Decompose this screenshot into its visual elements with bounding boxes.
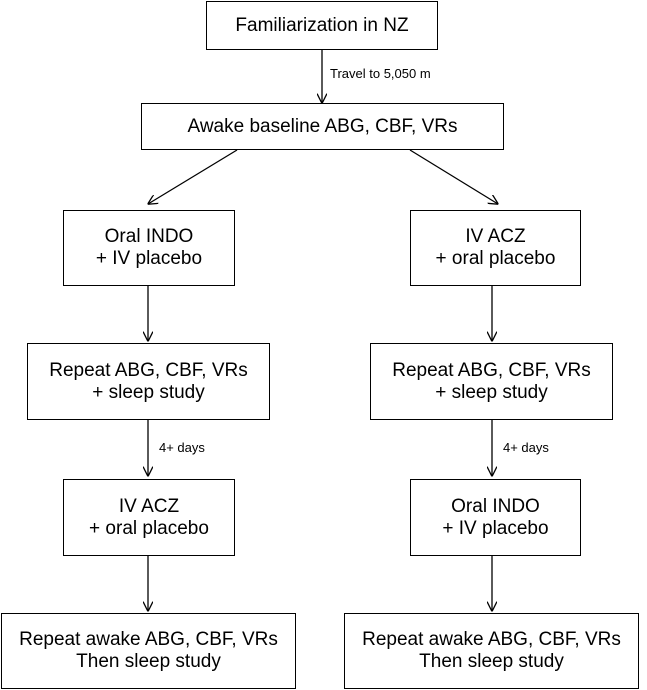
left-washout-label: 4+ days (159, 440, 205, 455)
right-step3-line2: + IV placebo (442, 517, 549, 539)
familiarization-box: Familiarization in NZ (206, 1, 438, 50)
right-step2-box: Repeat ABG, CBF, VRs + sleep study (370, 343, 613, 420)
right-step2-line2: + sleep study (435, 381, 548, 403)
left-step2-line2: + sleep study (92, 381, 205, 403)
baseline-box: Awake baseline ABG, CBF, VRs (141, 103, 504, 150)
right-step1-box: IV ACZ + oral placebo (410, 210, 581, 286)
left-step1-line2: + IV placebo (95, 248, 203, 269)
left-step2-box: Repeat ABG, CBF, VRs + sleep study (27, 343, 270, 420)
left-step4-box: Repeat awake ABG, CBF, VRs Then sleep st… (1, 613, 296, 689)
left-step3-line1: IV ACZ (118, 495, 180, 517)
right-step1-line1: IV ACZ (465, 226, 526, 248)
arrow-baseline-to-right-branch (409, 149, 498, 204)
arrow-baseline-to-left-branch (148, 149, 238, 204)
right-step4-line1: Repeat awake ABG, CBF, VRs (362, 629, 621, 651)
baseline-text: Awake baseline ABG, CBF, VRs (187, 115, 458, 137)
familiarization-text: Familiarization in NZ (235, 14, 409, 36)
right-washout-label: 4+ days (503, 440, 549, 455)
right-step4-box: Repeat awake ABG, CBF, VRs Then sleep st… (344, 613, 639, 689)
right-step3-box: Oral INDO + IV placebo (410, 479, 581, 556)
right-step2-line1: Repeat ABG, CBF, VRs (392, 359, 591, 381)
left-step3-box: IV ACZ + oral placebo (63, 479, 235, 556)
right-step3-line1: Oral INDO (451, 495, 540, 517)
right-step1-line2: + oral placebo (435, 248, 556, 269)
left-step4-line1: Repeat awake ABG, CBF, VRs (19, 629, 278, 651)
left-step3-line2: + oral placebo (89, 517, 209, 539)
left-step2-line1: Repeat ABG, CBF, VRs (49, 359, 248, 381)
left-step1-box: Oral INDO + IV placebo (63, 210, 235, 286)
travel-label: Travel to 5,050 m (330, 66, 431, 81)
right-step4-line2: Then sleep study (419, 651, 564, 672)
left-step1-line1: Oral INDO (104, 226, 194, 248)
left-step4-line2: Then sleep study (76, 651, 221, 672)
